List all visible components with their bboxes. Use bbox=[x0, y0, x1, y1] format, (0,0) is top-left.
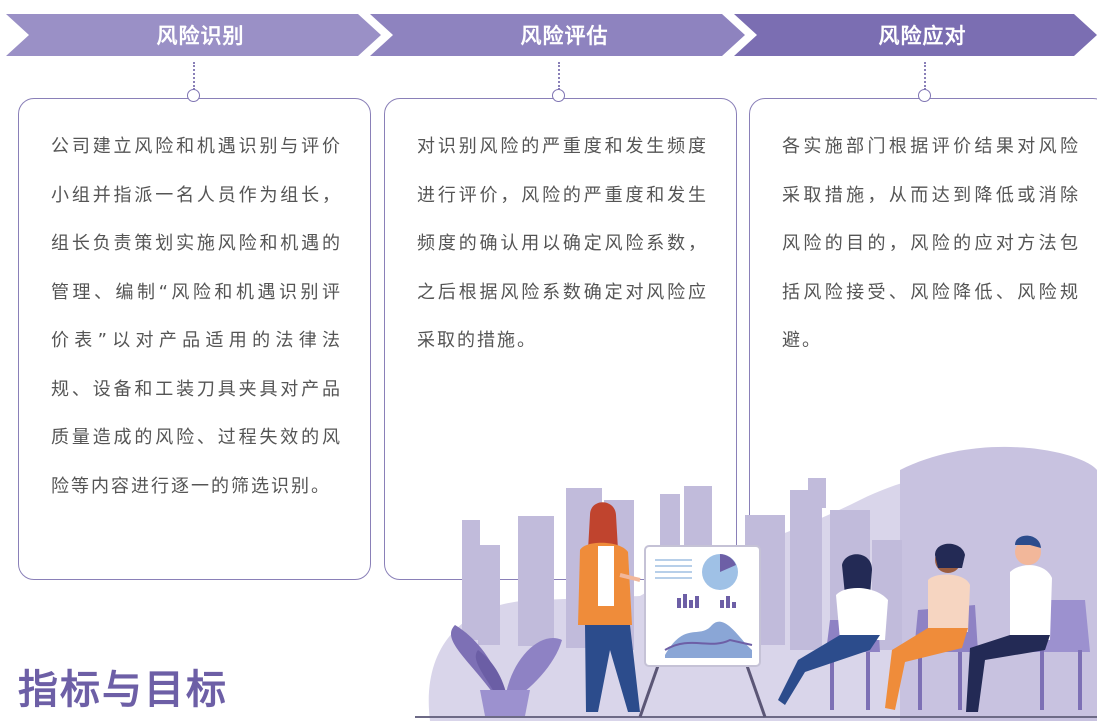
connector-knob bbox=[552, 89, 565, 102]
step-banner-risk-identification: 风险识别 bbox=[6, 14, 381, 56]
connector-line bbox=[193, 62, 197, 90]
connector-knob bbox=[187, 89, 200, 102]
card-text: 各实施部门根据评价结果对风险采取措施，从而达到降低或消除风险的目的，风险的应对方… bbox=[782, 136, 1080, 351]
connector-knob bbox=[918, 89, 931, 102]
step-label: 风险应对 bbox=[878, 24, 967, 48]
connector-line bbox=[924, 62, 928, 90]
step-banner-risk-response: 风险应对 bbox=[734, 14, 1097, 56]
step-label: 风险识别 bbox=[156, 24, 245, 48]
section-title: 指标与目标 bbox=[18, 667, 228, 713]
risk-identification-card: 公司建立风险和机遇识别与评价小组并指派一名人员作为组长，组长负责策划实施风险和机… bbox=[18, 98, 371, 580]
card-text: 对识别风险的严重度和发生频度进行评价，风险的严重度和发生频度的确认用以确定风险系… bbox=[417, 136, 708, 351]
step-label: 风险评估 bbox=[520, 24, 609, 48]
plant-icon bbox=[450, 625, 562, 716]
card-text: 公司建立风险和机遇识别与评价小组并指派一名人员作为组长，组长负责策划实施风险和机… bbox=[51, 136, 342, 497]
risk-assessment-card: 对识别风险的严重度和发生频度进行评价，风险的严重度和发生频度的确认用以确定风险系… bbox=[384, 98, 737, 580]
connector-line bbox=[558, 62, 562, 90]
risk-response-card: 各实施部门根据评价结果对风险采取措施，从而达到降低或消除风险的目的，风险的应对方… bbox=[749, 98, 1097, 580]
step-banner-risk-assessment: 风险评估 bbox=[370, 14, 745, 56]
